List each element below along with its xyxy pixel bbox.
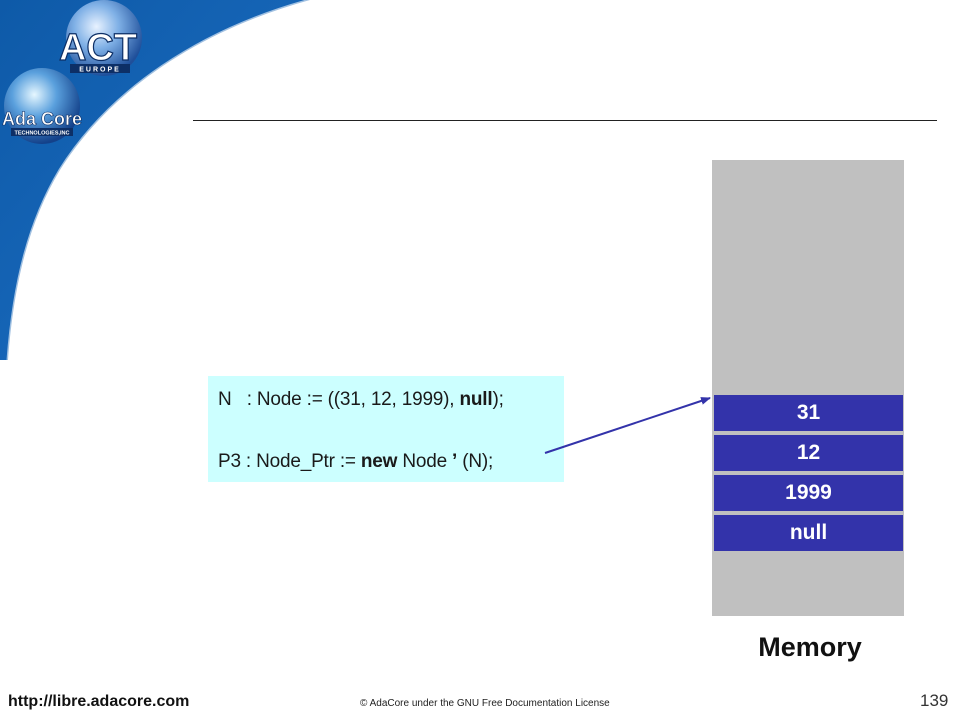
adacore-logo-subtext: TECHNOLOGIES,INC [14,131,69,137]
memory-cell-12: 12 [714,435,903,471]
memory-cell-null: null [714,515,903,551]
code-box: N : Node := ((31, 12, 1999), null); P3 :… [208,376,564,482]
act-logo-text: ACT [59,27,137,69]
memory-cell-1999: 1999 [714,475,903,511]
footer-url-link[interactable]: http://libre.adacore.com [8,693,190,710]
code-line-node-decl: N : Node := ((31, 12, 1999), null); [218,389,504,410]
act-europe-logo: ACT EUROPE [58,0,142,76]
adacore-logo: Ada Core TECHNOLOGIES,INC [2,68,82,144]
keyword-null: null [459,389,493,410]
footer-license: © AdaCore under the GNU Free Documentati… [360,698,610,709]
page-number: 139 [920,691,949,710]
attribute-tick: ’ [452,451,458,472]
code-line-ptr-decl: P3 : Node_Ptr := new Node ’ (N); [218,451,494,472]
act-logo-subtext: EUROPE [79,67,121,74]
memory-label: Memory [758,632,862,662]
keyword-new: new [360,451,398,472]
code-gap [218,415,564,446]
title-rule [193,120,937,121]
adacore-logo-text: Ada Core [2,109,82,129]
memory-cell-31: 31 [714,395,903,431]
